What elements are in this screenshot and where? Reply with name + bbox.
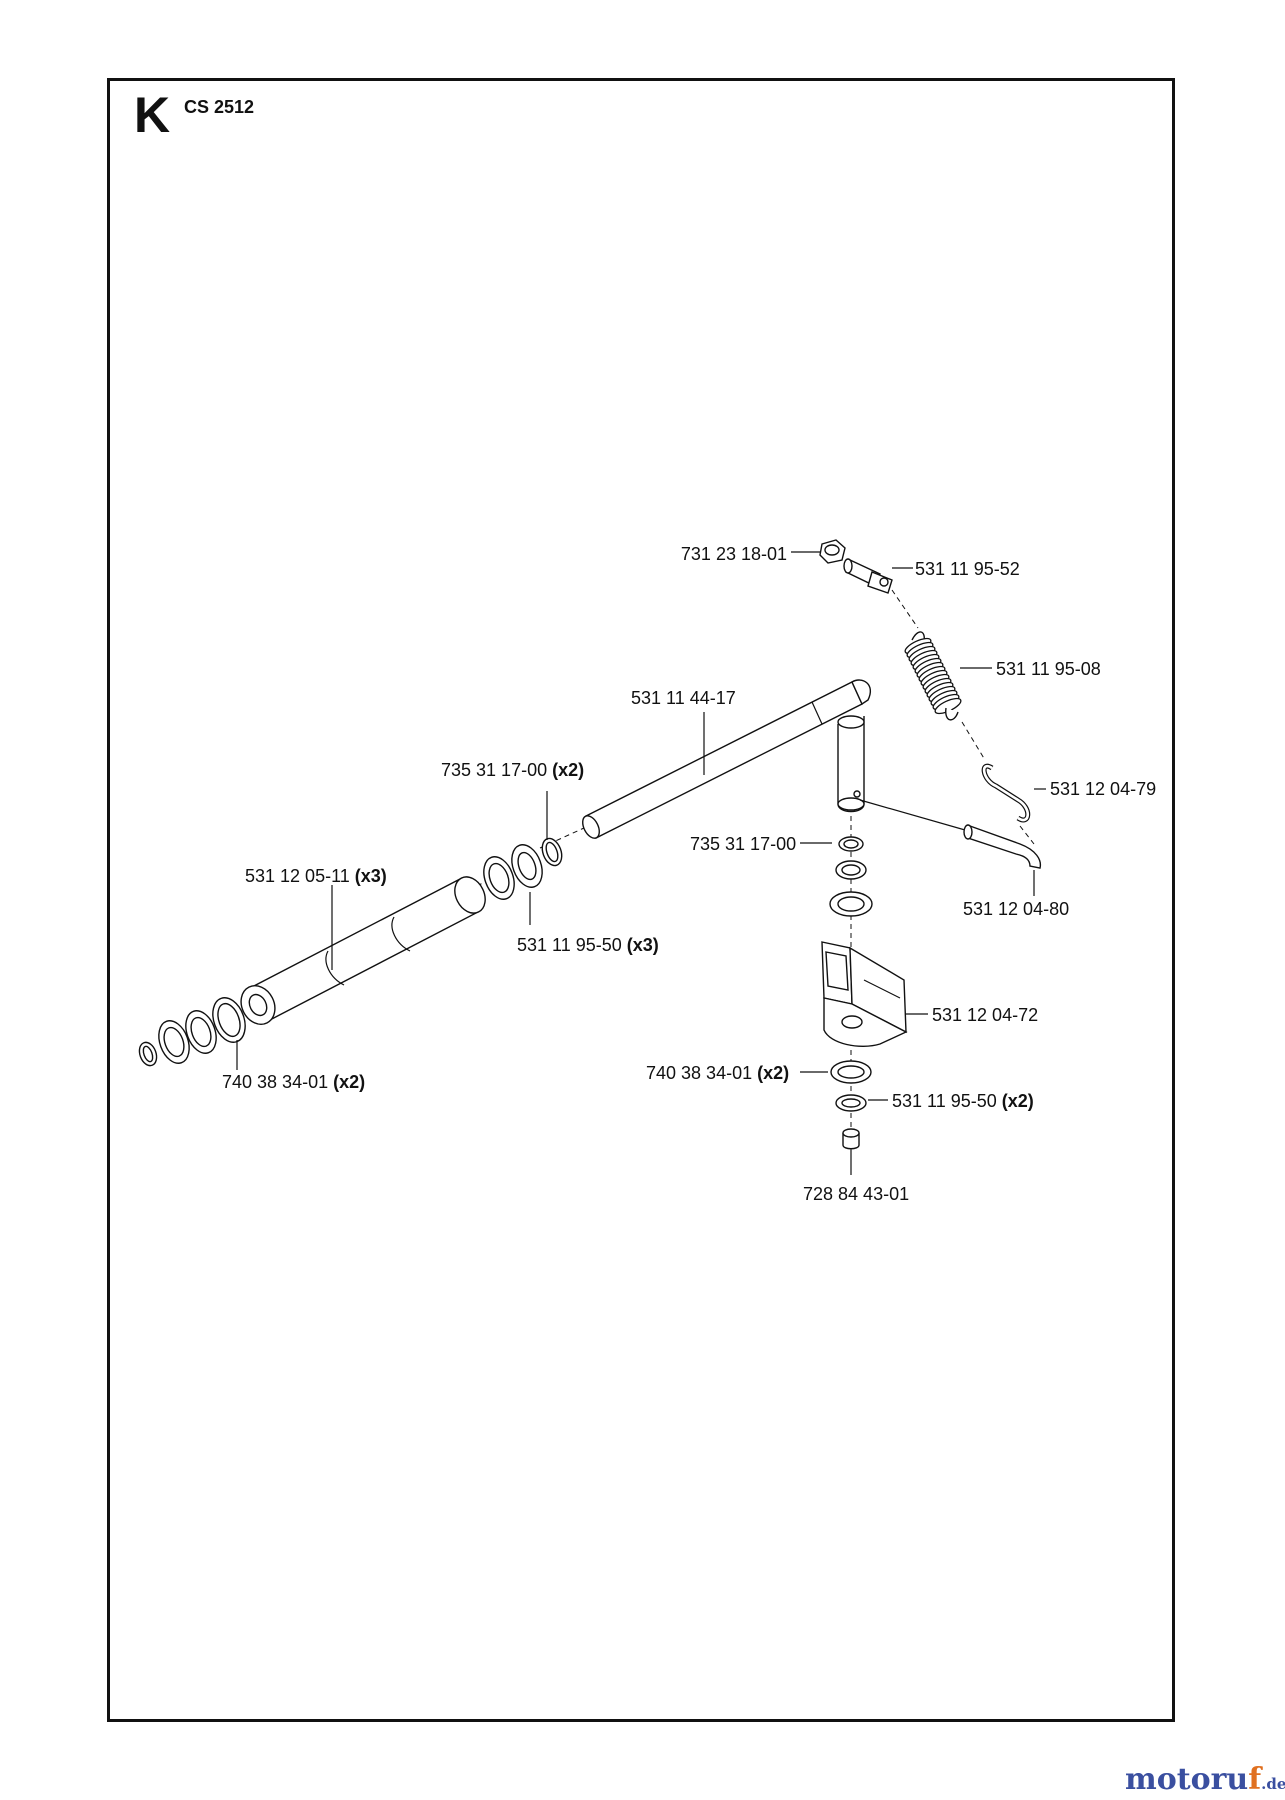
section-letter: K: [134, 87, 171, 143]
bracket-part: [821, 941, 908, 1047]
washer-left-part: [483, 844, 543, 900]
model-name: CS 2512: [184, 97, 255, 117]
label-bearing-left: 740 38 34-01 (x2): [222, 1072, 365, 1092]
label-eyebolt: 531 11 95-52: [915, 559, 1020, 579]
label-washer-left: 531 11 95-50 (x3): [517, 935, 659, 955]
snap-ring-left-part: [541, 837, 563, 867]
bushing-part: [842, 1128, 860, 1150]
washer-right-part: [835, 1094, 867, 1112]
label-bracket: 531 12 04-72: [932, 1005, 1038, 1025]
rod-part: [859, 799, 1042, 869]
label-rod: 531 12 04-80: [963, 899, 1069, 919]
leader-lines: [236, 551, 1046, 1175]
s-hook-part: [981, 763, 1031, 823]
watermark-logo: motoruf.de: [1125, 1762, 1285, 1797]
label-spring: 531 11 95-08: [996, 659, 1101, 679]
label-nut-top: 731 23 18-01: [681, 544, 787, 564]
spring-part: [904, 631, 962, 721]
washer-stack-right-part: [829, 860, 873, 917]
left-end-stack-part: [138, 997, 246, 1067]
label-bearing-right: 740 38 34-01 (x2): [646, 1063, 789, 1083]
label-roller: 531 12 05-11 (x3): [245, 866, 387, 886]
bearing-right-part: [830, 1060, 872, 1084]
eyebolt-part: [843, 558, 893, 594]
diagram-frame: [107, 78, 1175, 1722]
label-bushing: 728 84 43-01: [803, 1184, 909, 1204]
roller-part: [240, 876, 486, 1025]
lift-shaft-part: [582, 679, 871, 839]
label-lift-shaft: 531 11 44-17: [631, 688, 736, 708]
label-s-hook: 531 12 04-79: [1050, 779, 1156, 799]
label-snap-ring-left: 735 31 17-00 (x2): [441, 760, 584, 780]
label-washer-right: 531 11 95-50 (x2): [892, 1091, 1034, 1111]
callout-labels: 731 23 18-01 531 11 95-52 531 11 95-08 5…: [222, 544, 1156, 1204]
snap-ring-right-part: [838, 836, 864, 852]
nut-part: [819, 539, 846, 564]
label-snap-ring-right: 735 31 17-00: [690, 834, 796, 854]
